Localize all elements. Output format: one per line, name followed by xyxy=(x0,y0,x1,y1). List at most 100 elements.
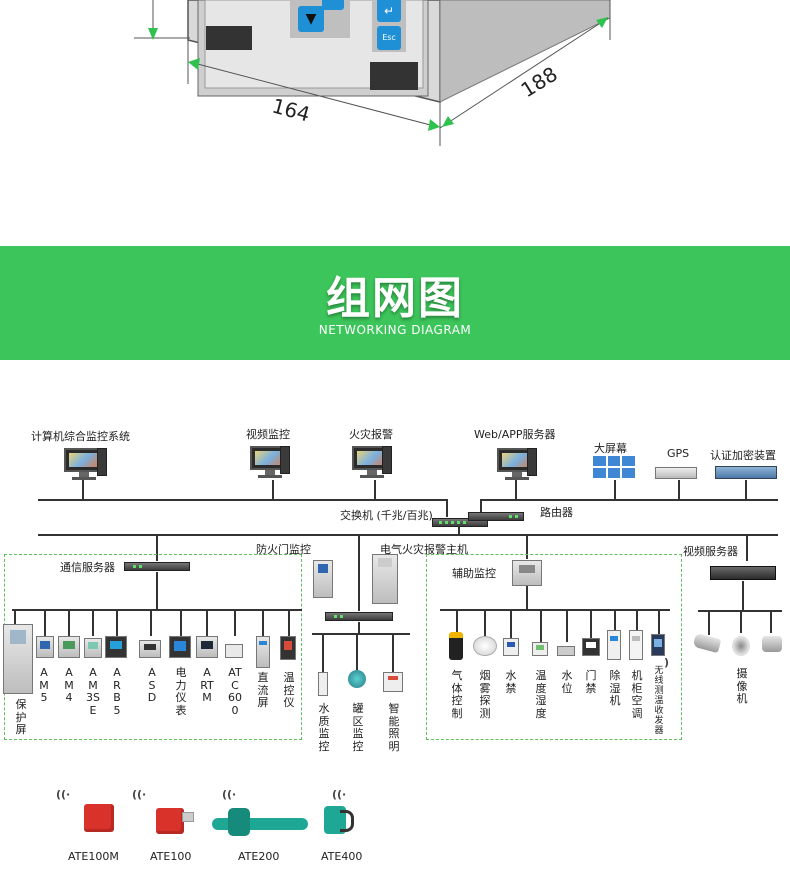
device-label: 保护屏 xyxy=(15,698,27,736)
fire-door-host-icon xyxy=(313,560,333,598)
banner-title: 组网图 xyxy=(326,273,464,324)
node-label-fire-alarm: 火灾报警 xyxy=(349,428,393,441)
temperature-controller-icon xyxy=(280,636,296,660)
ate400-clamp-icon xyxy=(340,810,354,832)
comm-device-bus xyxy=(12,609,302,611)
device-label: ARTM xyxy=(200,666,214,704)
tank-area-sensor-icon xyxy=(348,670,366,688)
device-label: 温控仪 xyxy=(283,671,295,709)
key-enter-button: ↵ xyxy=(377,0,401,22)
key-down-button: ▼ xyxy=(298,6,324,32)
key-partial-button xyxy=(322,0,344,10)
fire-door-label: 防火门监控 xyxy=(256,543,311,556)
device-label: 机柜空调 xyxy=(631,669,643,720)
am5-device-icon xyxy=(36,636,54,658)
banner-subtitle: NETWORKING DIAGRAM xyxy=(318,323,472,337)
dome-camera-icon xyxy=(732,636,750,656)
device-label: ARB5 xyxy=(113,666,121,717)
device-label: AM3SE xyxy=(86,666,100,717)
device-label: 门禁 xyxy=(585,669,597,695)
device-label: 水位 xyxy=(561,669,573,695)
sensor-label: ATE100 xyxy=(150,850,192,863)
sensor-label: ATE400 xyxy=(321,850,363,863)
device-label: ASD xyxy=(147,666,157,704)
bullet-camera-icon xyxy=(692,632,722,654)
gas-control-icon xyxy=(449,632,463,660)
ate200-strap-icon xyxy=(212,818,308,830)
device-label: 电力仪表 xyxy=(175,666,187,717)
cabinet-ac-icon xyxy=(629,630,643,660)
protection-panel-icon xyxy=(3,624,33,694)
temp-humidity-icon xyxy=(532,642,548,656)
ptz-camera-icon xyxy=(762,636,782,652)
ate100-sensor-icon xyxy=(156,808,184,834)
electrical-fire-label: 电气火灾报警主机 xyxy=(380,543,468,556)
device-label: 温度湿度 xyxy=(535,669,547,720)
power-meter-icon xyxy=(169,636,191,658)
device-label: ATC600 xyxy=(228,666,242,717)
wifi-signal-icon: ((· xyxy=(222,788,237,801)
encryption-device-icon xyxy=(715,466,777,479)
access-control-icon xyxy=(582,638,600,656)
am4-device-icon xyxy=(58,636,80,658)
wifi-signal-icon: ((· xyxy=(132,788,147,801)
aux-group-border xyxy=(426,554,682,740)
big-screen-wall-icon xyxy=(593,456,635,478)
sensor-label: ATE100M xyxy=(68,850,119,863)
router-device-icon xyxy=(468,512,524,521)
device-label: 摄像机 xyxy=(736,667,748,705)
smoke-detector-icon xyxy=(473,636,497,656)
middle-switch-icon xyxy=(325,612,393,621)
networking-diagram: 计算机综合监控系统 视频监控 火灾报警 Web/APP服务器 大屏幕 GPS 认… xyxy=(0,360,790,887)
device-label: 烟雾探测 xyxy=(479,669,491,720)
video-tower-icon xyxy=(280,446,290,474)
product-outline xyxy=(134,0,611,146)
node-label-gps: GPS xyxy=(667,447,690,460)
video-server-icon xyxy=(710,566,776,580)
asd-device-icon xyxy=(139,640,161,658)
device-label: AM4 xyxy=(64,666,74,704)
device-label: 除湿机 xyxy=(609,669,621,707)
ate200-head-icon xyxy=(228,808,250,836)
video-server-label: 视频服务器 xyxy=(683,545,738,558)
node-label-video-monitoring: 视频监控 xyxy=(246,428,290,441)
top-network-bus xyxy=(38,499,448,501)
comm-server-icon xyxy=(124,562,190,571)
aux-host-icon xyxy=(512,560,542,586)
main-network-bus xyxy=(38,534,778,536)
server-tower-icon xyxy=(527,448,537,476)
wifi-signal-icon: ) xyxy=(664,656,670,669)
water-quality-icon xyxy=(318,672,328,696)
router-label: 路由器 xyxy=(540,506,573,519)
dehumidifier-icon xyxy=(607,630,621,660)
aux-device-bus xyxy=(440,609,670,611)
artm-device-icon xyxy=(196,636,218,658)
device-label: 直流屏 xyxy=(257,671,269,709)
electrical-fire-host-icon xyxy=(372,554,398,604)
am3se-device-icon xyxy=(84,638,102,658)
middle-device-bus xyxy=(312,633,410,635)
water-leak-icon xyxy=(503,638,519,656)
device-label: 水禁 xyxy=(505,669,517,695)
top-network-bus-right xyxy=(480,499,778,501)
section-banner xyxy=(0,246,790,360)
ate100m-sensor-icon xyxy=(84,804,114,832)
aux-monitoring-label: 辅助监控 xyxy=(452,567,496,580)
ate100-tab xyxy=(182,812,194,822)
switch-device-icon xyxy=(432,518,488,527)
sensor-label: ATE200 xyxy=(238,850,280,863)
device-label: 智能照明 xyxy=(388,702,400,753)
switch-label: 交换机 (千兆/百兆) xyxy=(340,509,433,522)
arb5-device-icon xyxy=(105,636,127,658)
device-label: 罐区监控 xyxy=(352,702,364,753)
wireless-transceiver-icon xyxy=(651,634,665,656)
workstation-tower-icon xyxy=(97,448,107,476)
device-label: 水质监控 xyxy=(318,702,330,753)
product-dimension-drawing: ▼ ↵ Esc 164 188 xyxy=(0,0,790,160)
key-esc-button: Esc xyxy=(377,26,401,50)
node-label-integrated-monitoring: 计算机综合监控系统 xyxy=(31,430,130,443)
device-label: 气体控制 xyxy=(451,669,463,720)
comm-server-label: 通信服务器 xyxy=(60,561,115,574)
water-level-icon xyxy=(557,646,575,656)
node-label-web-app-server: Web/APP服务器 xyxy=(474,428,556,441)
